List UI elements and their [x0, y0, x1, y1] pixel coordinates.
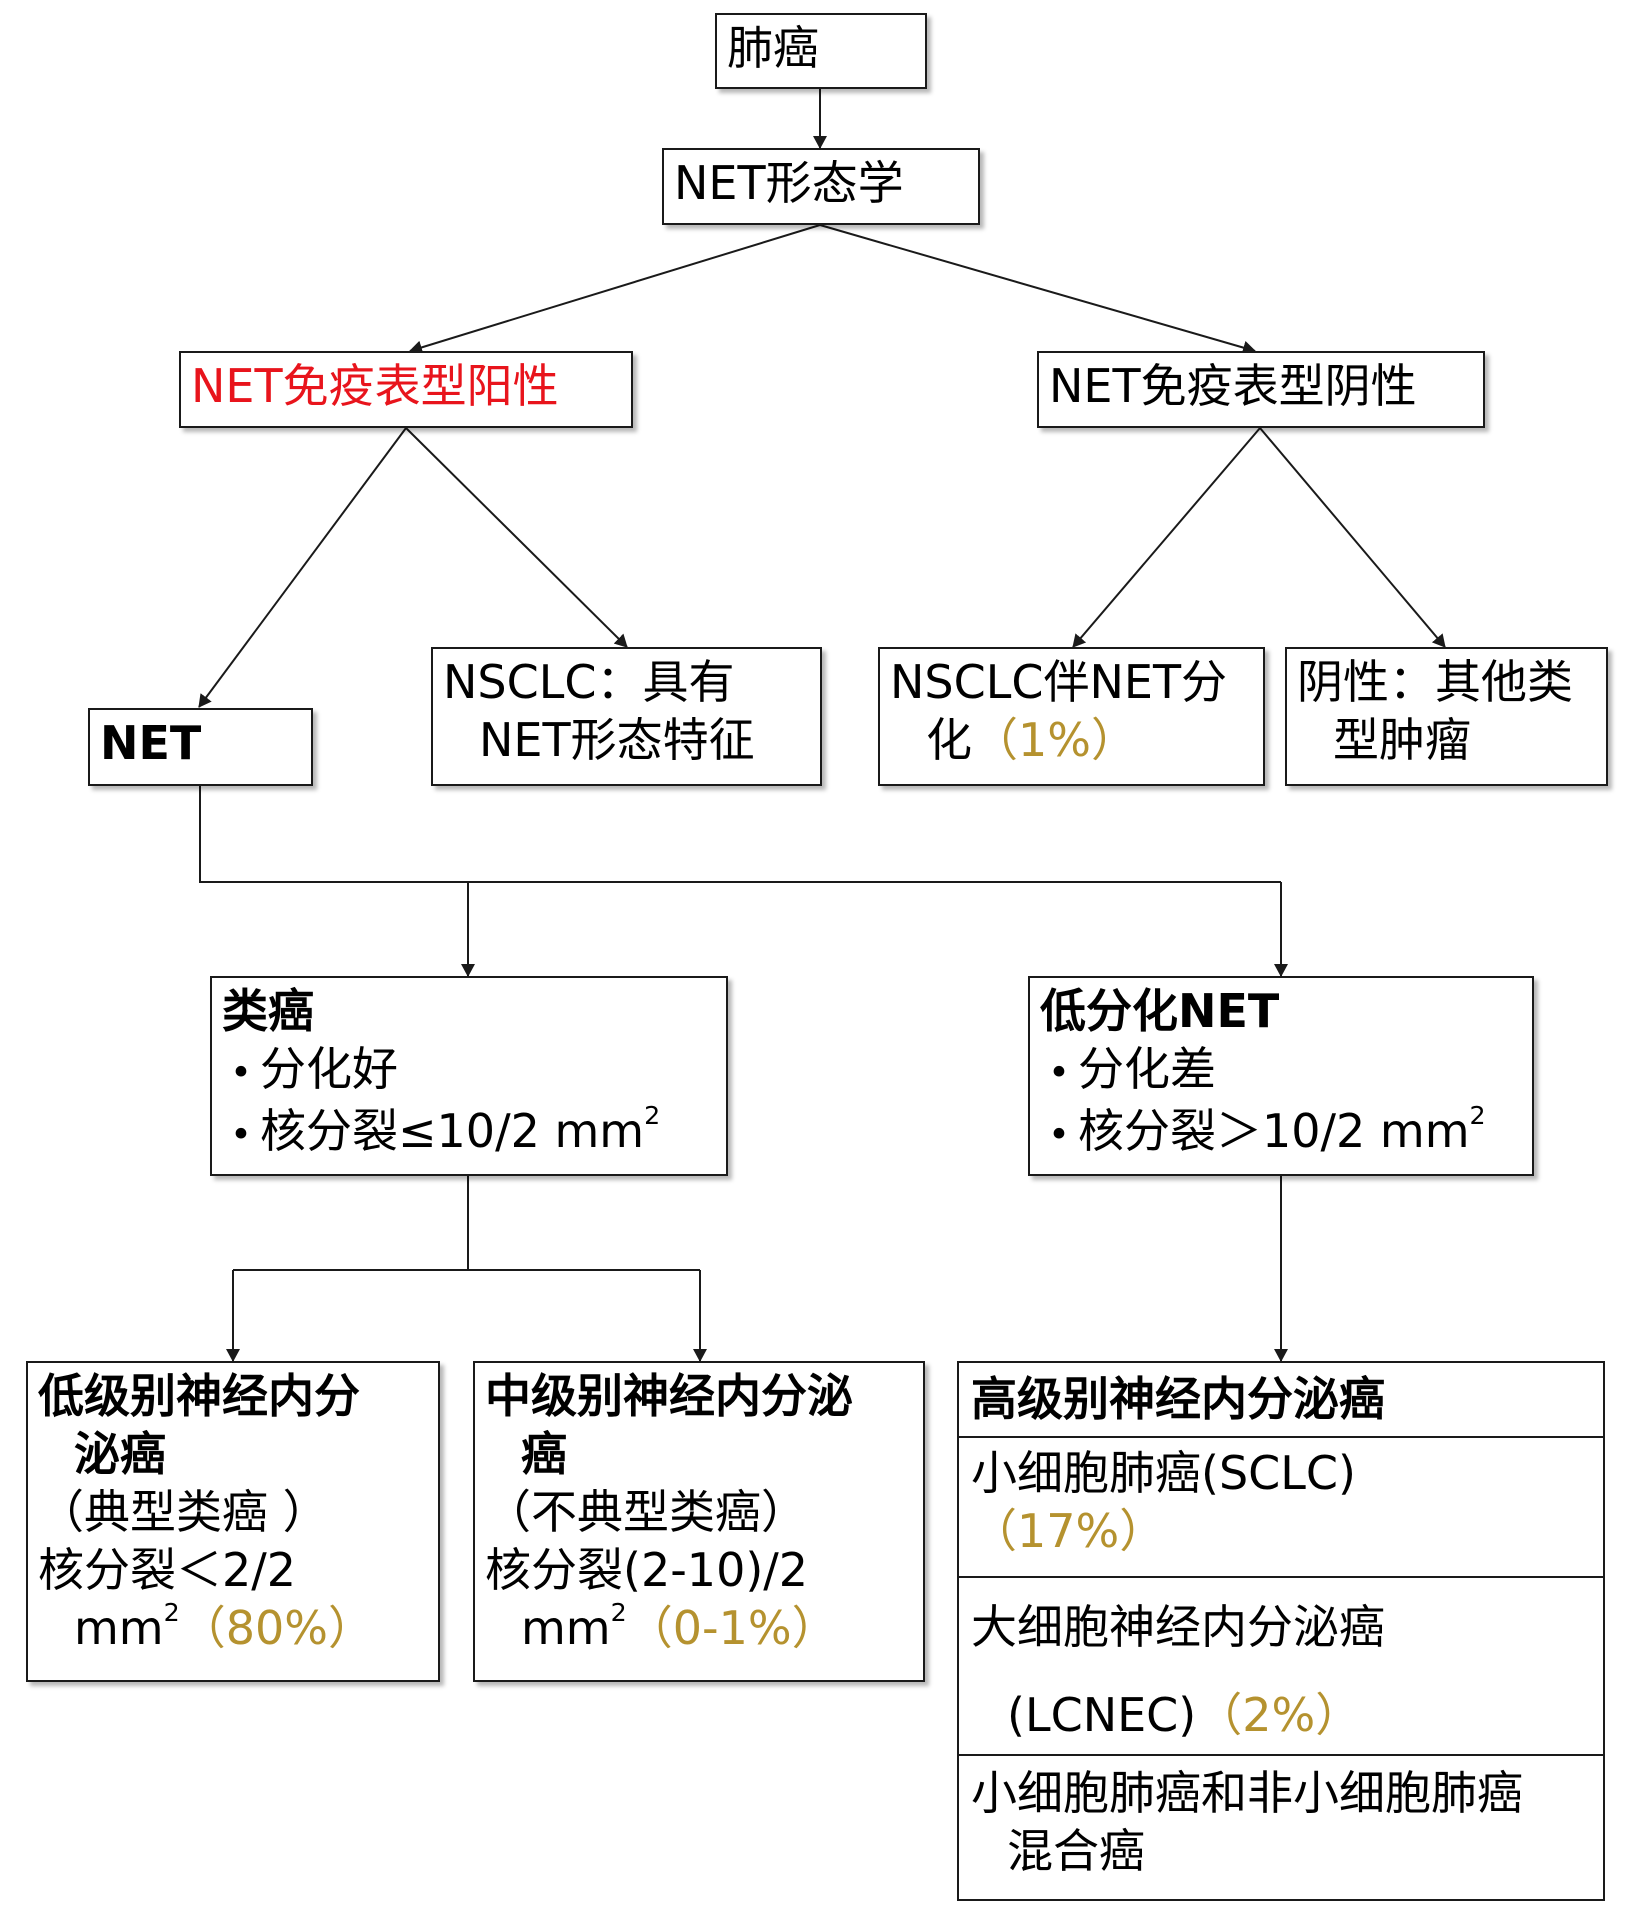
low-title-1: 低级别神经内分	[38, 1369, 360, 1423]
arrow-neg-to-nsclc-diff	[1072, 427, 1261, 648]
nsclc-net-features-node: NSCLC：具有 NET形态特征	[431, 647, 822, 786]
low-grade-node: 低级别神经内分 泌癌 （典型类癌 ） 核分裂＜2/2 mm2（80%）	[26, 1361, 440, 1682]
mid-subtitle: （不典型类癌）	[485, 1485, 807, 1539]
mid-unit-sup: 2	[610, 1598, 627, 1628]
lung-cancer-label: 肺癌	[727, 21, 819, 75]
arrow-pos-to-nsclc-feat	[405, 427, 628, 648]
carcinoid-mitosis: 核分裂≤10/2 mm	[260, 1104, 645, 1158]
net-label: NET	[100, 716, 202, 770]
lung-cancer-node: 肺癌	[715, 13, 927, 89]
poor-mitosis: 核分裂＞10/2 mm	[1078, 1104, 1470, 1158]
low-unit-sup: 2	[163, 1598, 180, 1628]
net-morphology-label: NET形态学	[674, 156, 904, 210]
low-unit: mm	[74, 1601, 164, 1655]
lcnec-percent: （2%）	[1196, 1688, 1362, 1742]
nsclc-diff-line1: NSCLC伴NET分	[890, 655, 1228, 709]
carcinoid-bullet-2: 核分裂≤10/2 mm2	[222, 1102, 716, 1164]
poor-mitosis-sup: 2	[1469, 1101, 1486, 1131]
lcnec-label-1: 大细胞神经内分泌癌	[971, 1600, 1385, 1654]
high-grade-node: 高级别神经内分泌癌 小细胞肺癌(SCLC) （17%） 大细胞神经内分泌癌 (L…	[957, 1361, 1605, 1901]
nsclc-features-line1: NSCLC：具有	[443, 655, 735, 709]
immuno-positive-label: NET免疫表型阳性	[191, 359, 559, 413]
lcnec-section: 大细胞神经内分泌癌 (LCNEC)（2%）	[959, 1576, 1603, 1754]
poor-bullet-1: 分化差	[1040, 1040, 1522, 1102]
poorly-diff-net-node: 低分化NET 分化差 核分裂＞10/2 mm2	[1028, 976, 1534, 1176]
mixed-label-2: 混合癌	[1007, 1824, 1145, 1878]
connector-net-branch	[199, 786, 1281, 883]
mid-unit: mm	[521, 1601, 611, 1655]
mid-grade-node: 中级别神经内分泌 癌 （不典型类癌） 核分裂(2-10)/2 mm2（0-1%）	[473, 1361, 925, 1682]
mid-mitosis: 核分裂(2-10)/2	[485, 1543, 809, 1597]
mid-percent: （0-1%）	[626, 1601, 838, 1655]
low-subtitle: （典型类癌 ）	[38, 1485, 329, 1539]
low-percent: （80%）	[179, 1601, 374, 1655]
arrow-morph-to-pos	[409, 224, 821, 355]
arrow-morph-to-neg	[819, 224, 1256, 355]
lcnec-label-2: (LCNEC)	[1007, 1688, 1197, 1742]
connector-carcinoid-branch	[233, 1176, 469, 1271]
net-node: NET	[88, 708, 313, 786]
other-line2: 型肿瘤	[1333, 713, 1471, 767]
mid-title-2: 癌	[521, 1427, 567, 1481]
nsclc-diff-percent: （1%）	[972, 713, 1137, 767]
nsclc-features-line2: NET形态特征	[479, 713, 755, 767]
mixed-label-1: 小细胞肺癌和非小细胞肺癌	[971, 1766, 1523, 1820]
arrow-neg-to-other	[1259, 427, 1446, 648]
high-title: 高级别神经内分泌癌	[971, 1372, 1385, 1426]
other-line1: 阴性：其他类	[1297, 655, 1573, 709]
arrow-pos-to-net	[198, 427, 407, 708]
carcinoid-bullet-1: 分化好	[222, 1040, 716, 1102]
sclc-percent: （17%）	[971, 1504, 1166, 1558]
sclc-section: 小细胞肺癌(SCLC) （17%）	[959, 1436, 1603, 1576]
carcinoid-node: 类癌 分化好 核分裂≤10/2 mm2	[210, 976, 728, 1176]
immuno-positive-node: NET免疫表型阳性	[179, 351, 633, 428]
sclc-label: 小细胞肺癌(SCLC)	[971, 1446, 1356, 1500]
high-title-section: 高级别神经内分泌癌	[959, 1363, 1603, 1436]
nsclc-diff-line2: 化	[926, 713, 972, 767]
nsclc-net-diff-node: NSCLC伴NET分 化（1%）	[878, 647, 1265, 786]
poor-title: 低分化NET	[1040, 984, 1280, 1038]
net-morphology-node: NET形态学	[662, 148, 980, 225]
immuno-negative-label: NET免疫表型阴性	[1049, 359, 1417, 413]
carcinoid-title: 类癌	[222, 984, 314, 1038]
other-tumor-node: 阴性：其他类 型肿瘤	[1285, 647, 1608, 786]
poor-bullet-2: 核分裂＞10/2 mm2	[1040, 1102, 1522, 1164]
low-title-2: 泌癌	[74, 1427, 166, 1481]
low-mitosis: 核分裂＜2/2	[38, 1543, 297, 1597]
immuno-negative-node: NET免疫表型阴性	[1037, 351, 1485, 428]
carcinoid-mitosis-sup: 2	[644, 1101, 661, 1131]
mid-title-1: 中级别神经内分泌	[485, 1369, 853, 1423]
mixed-section: 小细胞肺癌和非小细胞肺癌 混合癌	[959, 1754, 1603, 1899]
